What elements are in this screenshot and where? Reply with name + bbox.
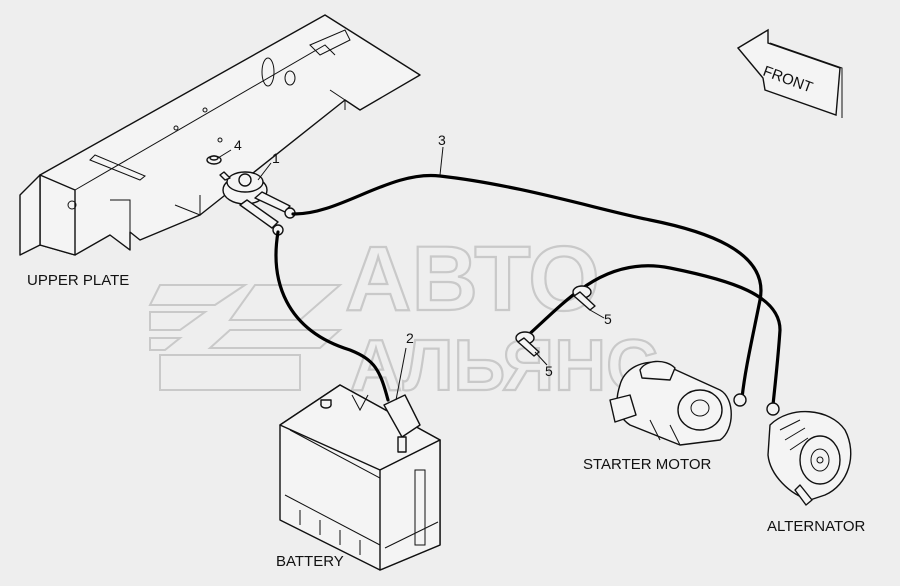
clamp (572, 285, 596, 311)
cables (274, 173, 782, 407)
battery-label: BATTERY (276, 553, 344, 570)
callout-1: 1 (272, 150, 280, 166)
starter-motor-label: STARTER MOTOR (583, 456, 712, 473)
callout-5: 5 (604, 311, 612, 327)
callout-leaders (217, 146, 605, 401)
watermark: АВТО АЛЬЯНС (148, 227, 659, 407)
callout-3: 3 (438, 132, 446, 148)
clamp (515, 331, 540, 357)
watermark-logo-icon (148, 284, 343, 391)
nut (206, 155, 222, 165)
watermark-line1: АВТО (345, 228, 600, 330)
alternator (766, 402, 852, 506)
watermark-line2: АЛЬЯНС (350, 326, 658, 406)
starter-motor (609, 360, 747, 446)
battery (279, 384, 441, 571)
battery-switch (219, 171, 296, 236)
callout-4: 4 (234, 137, 242, 153)
front-arrow-icon (736, 28, 843, 118)
callout-2: 2 (406, 330, 414, 346)
callout-5: 5 (545, 363, 553, 379)
upper-plate-label: UPPER PLATE (27, 272, 129, 289)
upper-plate (19, 14, 421, 256)
alternator-label: ALTERNATOR (767, 518, 866, 535)
